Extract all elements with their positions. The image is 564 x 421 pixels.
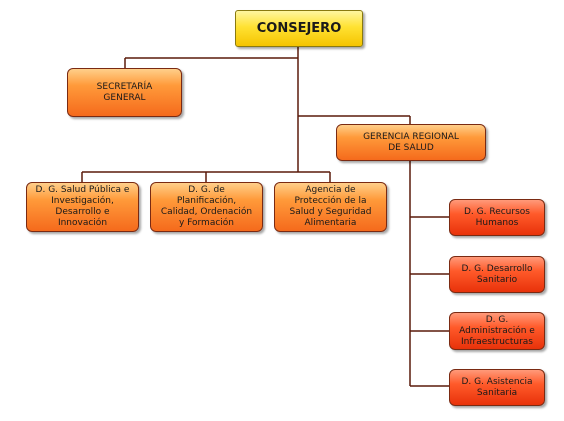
dg-salud-publica-label: D. G. Salud Pública e Investigación, Des…	[35, 185, 130, 228]
consejero-label: CONSEJERO	[256, 21, 342, 36]
gerencia-regional-box[interactable]: GERENCIA REGIONAL DE SALUD	[336, 124, 486, 161]
dg-planificacion-label: D. G. de Planificación, Calidad, Ordenac…	[160, 185, 253, 228]
dg-administracion-box[interactable]: D. G. Administración e Infraestructuras	[449, 312, 545, 350]
secretaria-general-label: SECRETARÍA GENERAL	[96, 81, 153, 103]
dg-planificacion-box[interactable]: D. G. de Planificación, Calidad, Ordenac…	[150, 182, 263, 232]
agencia-proteccion-box[interactable]: Agencia de Protección de la Salud y Segu…	[274, 182, 387, 232]
dg-recursos-humanos-box[interactable]: D. G. Recursos Humanos	[449, 199, 545, 236]
dg-asistencia-sanitaria-label: D. G. Asistencia Sanitaria	[461, 376, 533, 398]
dg-desarrollo-sanitario-label: D. G. Desarrollo Sanitario	[461, 263, 533, 285]
dg-recursos-humanos-label: D. G. Recursos Humanos	[464, 206, 530, 228]
agencia-proteccion-label: Agencia de Protección de la Salud y Segu…	[289, 185, 372, 228]
dg-salud-publica-box[interactable]: D. G. Salud Pública e Investigación, Des…	[26, 182, 139, 232]
dg-asistencia-sanitaria-box[interactable]: D. G. Asistencia Sanitaria	[449, 369, 545, 406]
secretaria-general-box[interactable]: SECRETARÍA GENERAL	[67, 68, 182, 117]
dg-administracion-label: D. G. Administración e Infraestructuras	[459, 314, 535, 347]
gerencia-regional-label: GERENCIA REGIONAL DE SALUD	[363, 131, 459, 153]
dg-desarrollo-sanitario-box[interactable]: D. G. Desarrollo Sanitario	[449, 256, 545, 293]
consejero-box[interactable]: CONSEJERO	[235, 10, 363, 47]
